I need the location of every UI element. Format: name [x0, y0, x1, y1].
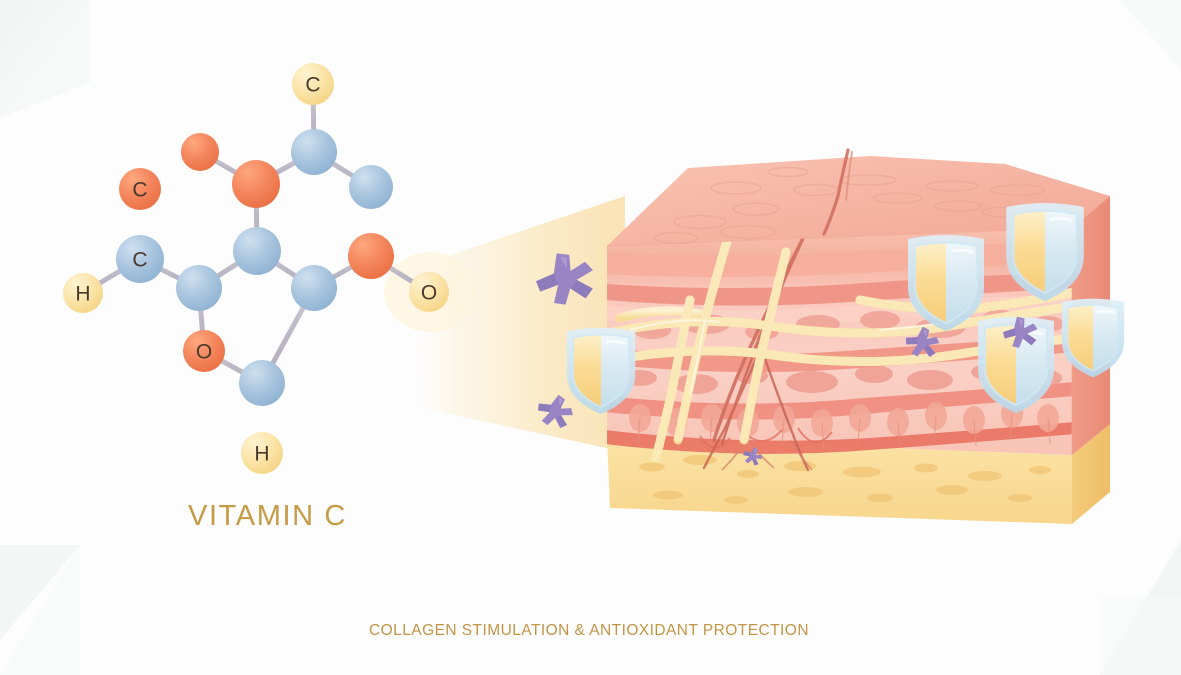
free-radical-icon	[533, 389, 578, 432]
free-radical-icon	[531, 246, 599, 310]
antioxidant-shield-icon	[1004, 201, 1086, 303]
molecule-bond	[253, 149, 317, 187]
atom-label-o: O	[196, 341, 212, 364]
free-radical-icon	[903, 324, 942, 360]
molecule-node-blue-bottom	[239, 360, 285, 406]
free-radical-icon	[1001, 314, 1040, 350]
molecule-node-orange-upper-left	[181, 133, 219, 171]
molecule-bond	[80, 256, 143, 296]
molecule-bond	[196, 285, 207, 354]
molecule-bond	[201, 348, 265, 386]
free-radical-icon	[740, 443, 766, 468]
antioxidant-shield-icon	[1060, 297, 1126, 379]
molecule-bond	[368, 253, 432, 295]
antioxidant-shield-icon	[906, 233, 986, 333]
atom-label-c: C	[305, 74, 320, 97]
molecule-atom-h-bottom	[241, 432, 283, 474]
molecule-node-blue-ring-lowright	[291, 265, 337, 311]
molecule-atom-c-top	[292, 63, 334, 105]
molecule-bond	[137, 256, 202, 291]
molecule-node-blue-ring-topright	[291, 129, 337, 175]
atom-label-c: C	[132, 249, 147, 272]
molecule-bond	[310, 81, 317, 155]
molecule-node-orange-ring-far	[348, 233, 394, 279]
molecule-bond	[254, 248, 317, 291]
molecule-atom-c-mid	[116, 235, 164, 283]
atom-label-h: H	[254, 443, 269, 466]
molecule-bond	[197, 149, 259, 187]
molecule-atom-c-left	[119, 168, 161, 210]
molecule-bond	[259, 285, 317, 386]
antioxidant-shield-icon	[976, 315, 1056, 415]
infographic-caption: COLLAGEN STIMULATION & ANTIOXIDANT PROTE…	[369, 622, 809, 639]
molecule-node-blue-ring-lower	[176, 265, 222, 311]
molecule-atom-o-right	[409, 272, 449, 312]
atom-label-c: C	[132, 179, 147, 202]
atom-label-o: O	[421, 282, 437, 305]
molecule-atom-h-left	[63, 273, 103, 313]
antioxidant-shield-icon	[565, 326, 637, 416]
atom-label-h: H	[75, 283, 90, 306]
molecule-title: VITAMIN C	[188, 500, 347, 532]
molecule-bond	[311, 149, 374, 190]
molecule-node-blue-ring-center	[233, 227, 281, 275]
molecule-node-blue-ring-right	[349, 165, 393, 209]
molecule-node-orange-ring-top	[232, 160, 280, 208]
molecule-bond	[311, 253, 374, 291]
molecule-atom-o-ring	[183, 330, 225, 372]
molecule-bond	[253, 181, 260, 254]
molecule-bond	[196, 248, 260, 291]
